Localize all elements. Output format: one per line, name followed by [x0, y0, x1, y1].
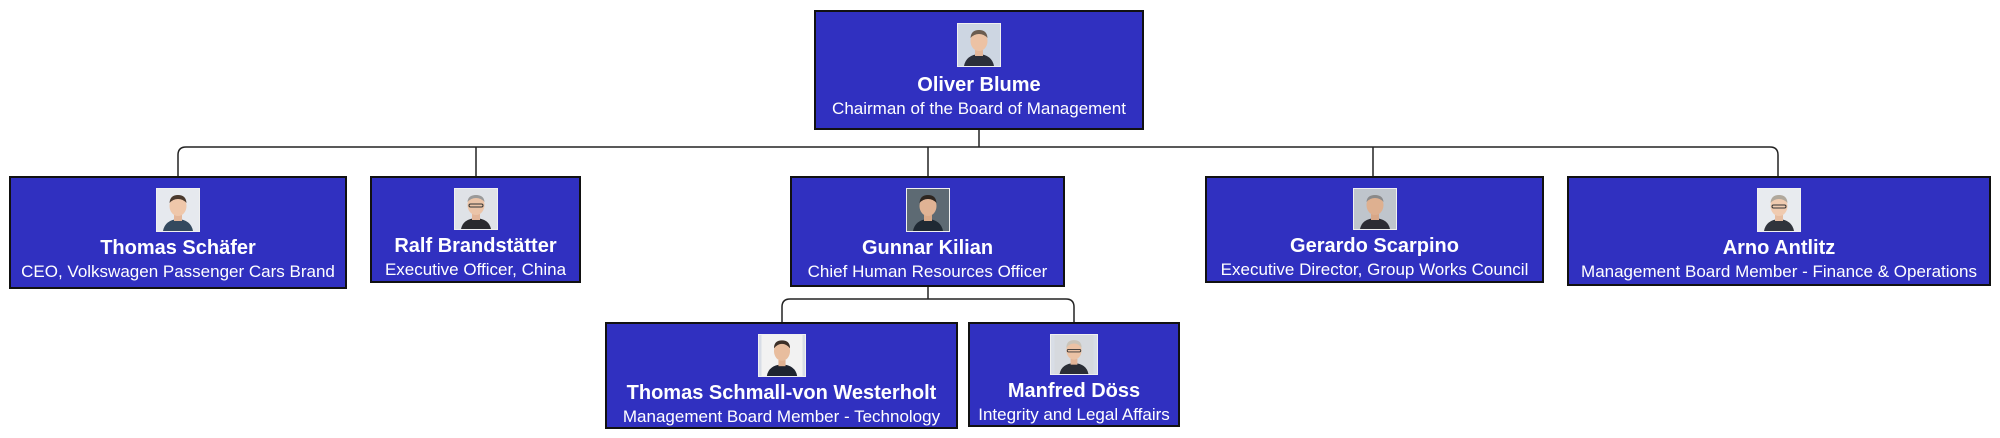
node-name: Thomas Schmall-von Westerholt: [626, 382, 937, 404]
node-name: Arno Antlitz: [1722, 237, 1836, 259]
node-name: Gunnar Kilian: [861, 237, 994, 259]
avatar-photo: [757, 334, 806, 377]
node-title: CEO, Volkswagen Passenger Cars Brand: [21, 262, 335, 281]
org-node-thomas-schmall[interactable]: Thomas Schmall-von Westerholt Management…: [605, 322, 958, 429]
org-node-manfred-doss[interactable]: Manfred Döss Integrity and Legal Affairs: [968, 322, 1180, 427]
node-name: Oliver Blume: [917, 74, 1041, 96]
avatar-photo: [1050, 334, 1098, 375]
node-title: Chairman of the Board of Management: [832, 99, 1126, 118]
node-name: Gerardo Scarpino: [1290, 235, 1459, 257]
org-node-root[interactable]: Oliver Blume Chairman of the Board of Ma…: [814, 10, 1144, 130]
avatar-photo: [1352, 188, 1397, 230]
org-node-ralf-brandstatter[interactable]: Ralf Brandstätter Executive Officer, Chi…: [370, 176, 581, 283]
node-name: Thomas Schäfer: [100, 237, 256, 259]
org-node-gerardo-scarpino[interactable]: Gerardo Scarpino Executive Director, Gro…: [1205, 176, 1544, 283]
org-node-thomas-schafer[interactable]: Thomas Schäfer CEO, Volkswagen Passenger…: [9, 176, 347, 289]
avatar-photo: [156, 188, 200, 232]
avatar-photo: [905, 188, 950, 232]
node-title: Integrity and Legal Affairs: [978, 405, 1170, 424]
node-name: Manfred Döss: [1007, 380, 1141, 402]
node-title: Management Board Member - Finance & Oper…: [1581, 262, 1977, 281]
node-title: Executive Officer, China: [384, 260, 567, 279]
node-title: Executive Director, Group Works Council: [1220, 260, 1529, 279]
avatar-photo: [957, 23, 1001, 67]
node-title: Chief Human Resources Officer: [807, 262, 1048, 281]
connector-level1-bus: [177, 146, 1779, 176]
avatar-photo: [453, 188, 498, 230]
node-name: Ralf Brandstätter: [394, 235, 557, 257]
node-title: Management Board Member - Technology: [622, 407, 941, 426]
org-node-gunnar-kilian[interactable]: Gunnar Kilian Chief Human Resources Offi…: [790, 176, 1065, 287]
org-node-arno-antlitz[interactable]: Arno Antlitz Management Board Member - F…: [1567, 176, 1991, 286]
avatar-photo: [1757, 188, 1801, 232]
connector-level2-branch: [781, 298, 1075, 322]
